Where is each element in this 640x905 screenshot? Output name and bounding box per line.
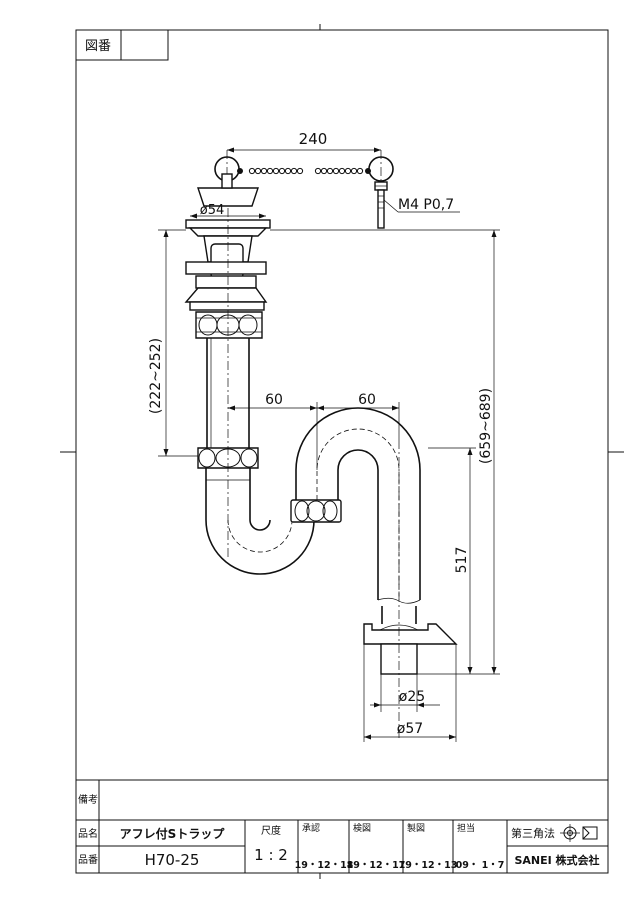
dim-thread-spec: M4 P0,7 <box>398 197 454 213</box>
scale-label: 尺度 <box>261 824 281 837</box>
dim-outlet-diameter: ø25 <box>399 689 425 705</box>
approved-label: 承認 <box>302 822 320 834</box>
dimension-lines <box>158 147 500 742</box>
projection-label: 第三角法 <box>511 826 555 840</box>
drain-fitting <box>184 219 271 339</box>
dimension-labels: 240 ø54 M4 P0,7 (222~252) 60 60 (659~689… <box>148 130 494 737</box>
product-name-label: 品名 <box>78 827 98 840</box>
title-block: 備考 品名 アフレ付Sトラップ 品番 H70-25 尺度 1 : 2 承認 19… <box>76 779 608 873</box>
drawn-label: 製図 <box>407 822 425 834</box>
s-trap-pipe <box>197 338 458 675</box>
charge-date: 09・ 1・7 <box>456 860 505 871</box>
chain <box>237 167 371 175</box>
product-code-value: H70-25 <box>145 851 200 869</box>
drawing-number-box: 図番 <box>75 29 169 61</box>
product-name-value: アフレ付Sトラップ <box>120 826 226 841</box>
drawing-number-label: 図番 <box>85 39 111 54</box>
drawn-date: 19・12・13 <box>399 860 458 871</box>
dim-trap-height: 517 <box>454 547 470 574</box>
scale-value: 1 : 2 <box>254 846 288 864</box>
checked-label: 検図 <box>353 822 371 834</box>
dim-offset-left: 60 <box>265 392 283 408</box>
dim-stopper-diameter: ø54 <box>200 203 225 218</box>
company-name: SANEI 株式会社 <box>514 853 599 867</box>
dim-overall-height-range: (659~689) <box>478 388 494 464</box>
dim-chain-span: 240 <box>299 130 328 148</box>
dim-flange-diameter: ø57 <box>397 721 423 737</box>
dim-drain-height-range: (222~252) <box>148 338 164 414</box>
dim-offset-right: 60 <box>358 392 376 408</box>
drawing-frame <box>60 24 624 879</box>
remarks-label: 備考 <box>78 793 98 806</box>
center-lines <box>227 208 400 740</box>
approved-date: 19・12・18 <box>295 860 354 871</box>
checked-date: 19・12・17 <box>347 860 406 871</box>
charge-label: 担当 <box>457 822 475 834</box>
chain-stopper-assembly <box>197 150 394 229</box>
third-angle-projection-icon <box>560 824 598 842</box>
product-code-label: 品番 <box>78 854 98 866</box>
